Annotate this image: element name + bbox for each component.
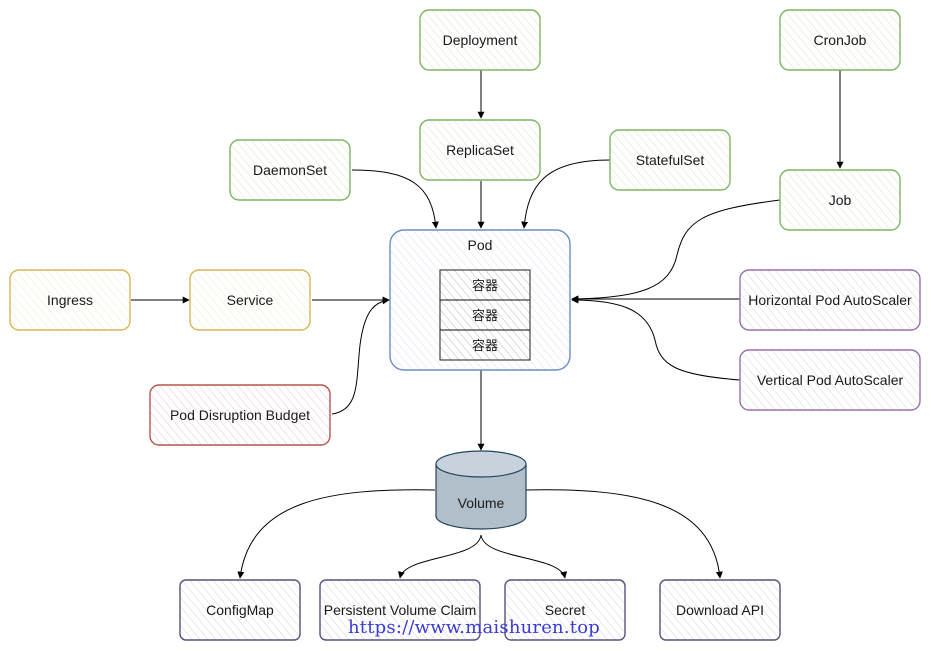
edge-daemonset-pod <box>351 169 439 229</box>
edge-pdb-pod <box>331 297 390 415</box>
pdb-label: Pod Disruption Budget <box>170 407 310 423</box>
hpa-label: Horizontal Pod AutoScaler <box>748 292 912 308</box>
replicaset-label: ReplicaSet <box>446 142 514 158</box>
service-label: Service <box>227 292 274 308</box>
node-pod: Pod 容器 容器 容器 <box>389 229 571 371</box>
edges <box>131 70 844 579</box>
node-configmap: ConfigMap <box>179 579 301 641</box>
container-2: 容器 <box>439 299 531 331</box>
vpa-label: Vertical Pod AutoScaler <box>757 372 904 388</box>
node-deployment: Deployment <box>419 9 541 71</box>
edge-volume-pvc <box>397 534 482 579</box>
cronjob-label: CronJob <box>814 32 867 48</box>
node-replicaset: ReplicaSet <box>419 119 541 181</box>
node-volume: Volume <box>435 450 527 530</box>
node-vpa: Vertical Pod AutoScaler <box>739 349 921 411</box>
edge-volume-configmap <box>237 489 436 579</box>
node-pvc: Persistent Volume Claim <box>319 579 481 641</box>
node-secret: Secret <box>504 579 626 641</box>
volume-label: Volume <box>458 495 505 511</box>
node-job: Job <box>779 169 901 231</box>
node-ingress: Ingress <box>9 269 131 331</box>
container-2-label: 容器 <box>472 308 498 324</box>
edge-volume-downloadapi <box>525 489 723 579</box>
node-daemonset: DaemonSet <box>229 139 351 201</box>
download-api-label: Download API <box>676 602 764 618</box>
daemonset-label: DaemonSet <box>253 162 327 178</box>
ingress-label: Ingress <box>47 292 93 308</box>
edge-job-pod <box>571 199 781 303</box>
job-label: Job <box>829 192 852 208</box>
edge-vpa-pod <box>571 296 741 381</box>
container-3: 容器 <box>439 329 531 361</box>
pod-label: Pod <box>468 237 493 253</box>
container-3-label: 容器 <box>472 338 498 354</box>
node-hpa: Horizontal Pod AutoScaler <box>739 269 921 331</box>
watermark-url: https://www.maishuren.top <box>348 617 600 638</box>
node-statefulset: StatefulSet <box>609 129 731 191</box>
statefulset-label: StatefulSet <box>636 152 705 168</box>
node-pdb: Pod Disruption Budget <box>149 384 331 446</box>
configmap-label: ConfigMap <box>206 602 274 618</box>
pvc-label: Persistent Volume Claim <box>324 602 477 618</box>
edge-statefulset-pod <box>521 159 611 229</box>
container-1-label: 容器 <box>472 278 498 294</box>
container-1: 容器 <box>439 269 531 301</box>
deployment-label: Deployment <box>443 32 518 48</box>
node-service: Service <box>189 269 311 331</box>
node-cronjob: CronJob <box>779 9 901 71</box>
edge-volume-secret <box>480 534 568 579</box>
node-download-api: Download API <box>659 579 781 641</box>
secret-label: Secret <box>545 602 586 618</box>
